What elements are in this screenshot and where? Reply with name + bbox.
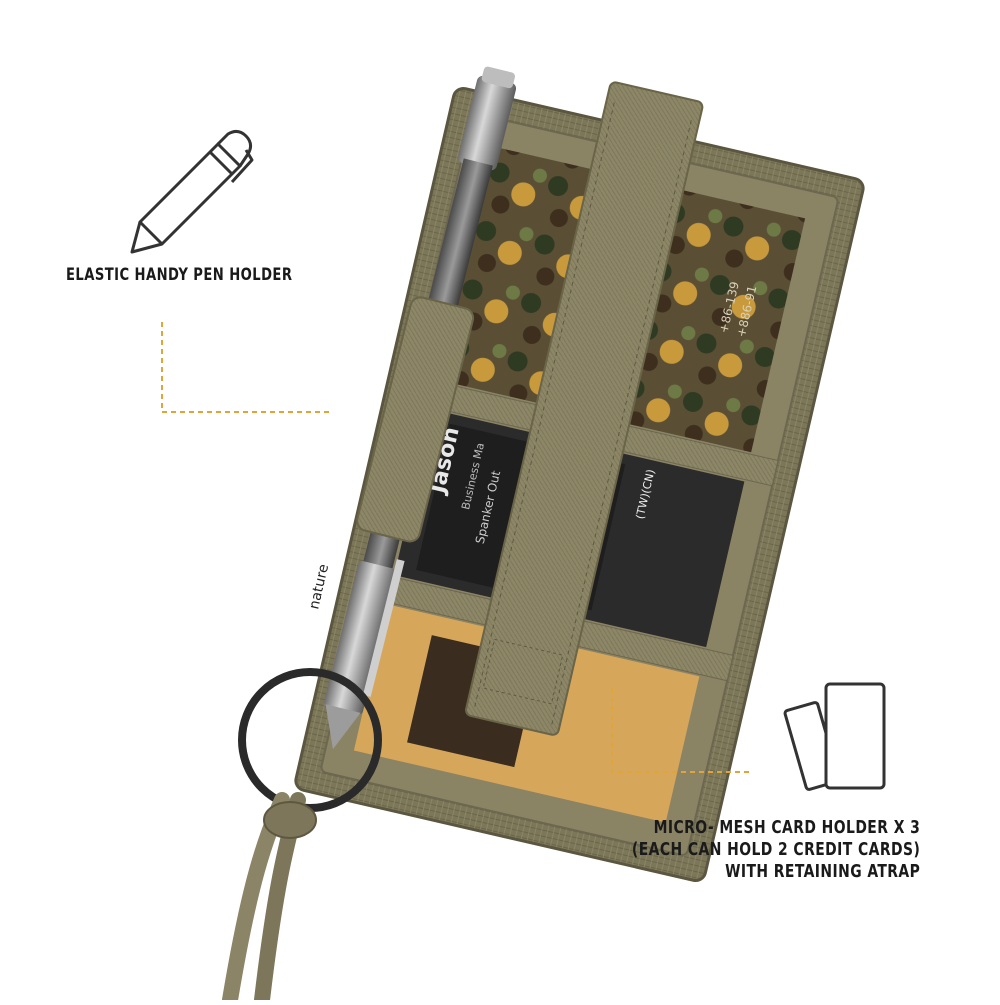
elastic-pen-loop — [356, 296, 475, 543]
card-holder-line-2: (EACH CAN HOLD 2 CREDIT CARDS) — [631, 839, 920, 860]
cards-icon — [783, 682, 886, 791]
side-print: nature — [306, 563, 332, 611]
card-holder-line-3: WITH RETAINING ATRAP — [724, 861, 920, 882]
pen-holder-label: ELASTIC HANDY PEN HOLDER — [66, 265, 293, 285]
pen-callout-line — [161, 322, 330, 413]
card-holder-line-1: MICRO- MESH CARD HOLDER X 3 — [653, 817, 920, 838]
card-callout-line — [611, 688, 752, 773]
pen-icon — [130, 129, 254, 254]
pouch: Jason Business Ma Spanker Out +86-139 +8… — [294, 81, 865, 883]
retaining-strap — [464, 81, 704, 736]
card-holder-label: MICRO- MESH CARD HOLDER X 3 (EACH CAN HO… — [632, 817, 920, 883]
